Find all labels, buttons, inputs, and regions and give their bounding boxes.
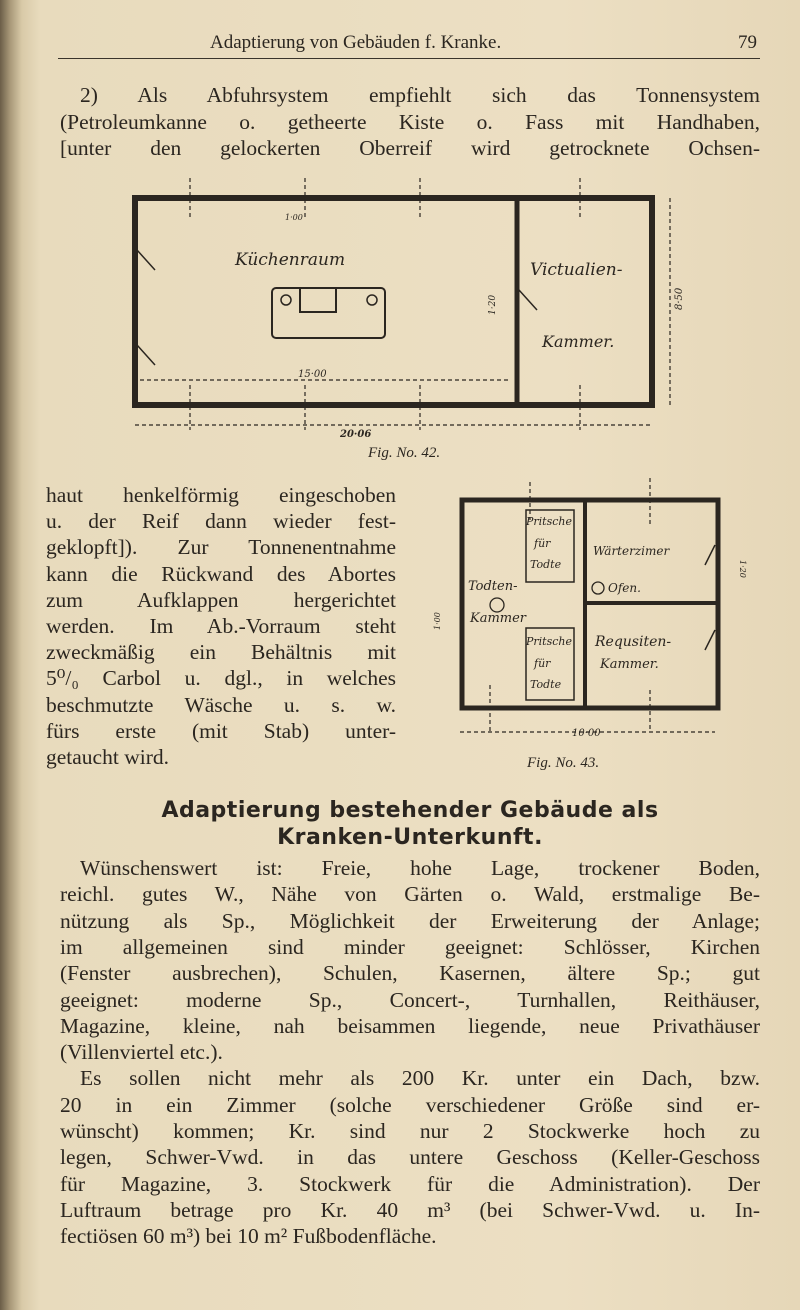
text-line: Magazine, kleine, nah beisammen liegende…	[60, 1013, 760, 1038]
dimension-inner: 15·00	[298, 369, 327, 380]
dimension-total: 20·06	[339, 429, 371, 440]
dimension-width: 10·00	[572, 728, 601, 739]
text-line: geeignet: moderne Sp., Concert-, Turnhal…	[60, 987, 760, 1012]
text-line: für Magazine, 3. Stockwerk für die Admin…	[60, 1171, 760, 1196]
room-label-requisiten-2: Kammer.	[599, 657, 659, 672]
figure-42-caption: Fig. No. 42.	[368, 445, 441, 461]
text-line: zweckmäßig ein Behältnis mit	[46, 640, 396, 665]
dimension-height: 8·50	[674, 287, 685, 310]
page-number: 79	[738, 32, 757, 53]
figure-42-floor-plan: Küchenraum Victualien- Kammer. 15·00 20·…	[132, 178, 685, 440]
text-line: nützung als Sp., Möglichkeit der Erweite…	[60, 908, 760, 933]
text-line: werden. Im Ab.-Vorraum steht	[46, 614, 396, 638]
text-line: zum Aufklappen hergerichtet	[46, 587, 396, 612]
room-label-kitchen: Küchenraum	[234, 250, 345, 270]
figure-43-floor-plan: Pritsche für Todte Pritsche für Todte To…	[433, 478, 747, 739]
text-line: beschmutzte Wäsche u. s. w.	[46, 692, 396, 717]
running-header: Adaptierung von Gebäuden f. Kranke.	[210, 32, 502, 53]
room-label-requisiten-1: Requsiten-	[594, 634, 671, 650]
text-line: legen, Schwer-Vwd. in das untere Geschos…	[60, 1145, 760, 1170]
text-line: 5⁰/₀ Carbol u. dgl., in welches	[46, 666, 396, 691]
svg-text:Pritsche: Pritsche	[525, 515, 572, 528]
svg-text:Todte: Todte	[530, 678, 562, 691]
dimension-door-right: 1·20	[738, 560, 747, 578]
text-line: u. der Reif dann wieder fest-	[46, 509, 396, 534]
figure-43-caption: Fig. No. 43.	[527, 755, 600, 771]
header-rule	[58, 58, 760, 59]
text-line: 20 in ein Zimmer (solche verschiedener G…	[60, 1092, 760, 1117]
text-line: getaucht wird.	[46, 745, 169, 769]
dimension-door-left: 1·00	[433, 612, 442, 630]
pritsche-label-top: Pritsche für Todte	[525, 515, 572, 571]
text-line: (Fenster ausbrechen), Schulen, Kasernen,…	[60, 961, 760, 986]
dimension-door: 1·20	[488, 295, 498, 315]
pritsche-label-bottom: Pritsche für Todte	[525, 635, 572, 691]
room-label-victualien-2: Kammer.	[541, 332, 614, 351]
text-line: reichl. gutes W., Nähe von Gärten o. Wal…	[60, 882, 760, 907]
text-line: haut henkelförmig eingeschoben	[46, 483, 396, 507]
text-line: 2) Als Abfuhrsystem empfiehlt sich das T…	[80, 83, 760, 107]
svg-text:für: für	[533, 657, 551, 670]
text-line: kann die Rückwand des Abortes	[46, 561, 396, 586]
room-label-waerter: Wärterzimer	[593, 544, 670, 558]
dimension-window: 1·00	[285, 213, 303, 222]
text-line: Luftraum betrage pro Kr. 40 m³ (bei Schw…	[60, 1197, 760, 1222]
stove-label-ofen: Ofen.	[608, 581, 641, 595]
text-line: (Petroleumkanne o. getheerte Kiste o. Fa…	[60, 109, 760, 134]
text-line: fectiösen 60 m³) bei 10 m² Fußbodenfläch…	[60, 1224, 437, 1249]
svg-text:Todte: Todte	[530, 558, 562, 571]
text-line: geklopft]). Zur Tonnenentnahme	[46, 535, 396, 560]
section-heading-line-2: Kranken-Unterkunft.	[277, 825, 543, 850]
text-line: wünscht) kommen; Kr. sind nur 2 Stockwer…	[60, 1119, 760, 1143]
text-line: [unter den gelockerten Oberreif wird get…	[60, 136, 760, 160]
text-line: im allgemeinen sind minder geeignet: Sch…	[60, 934, 760, 959]
room-label-todten-1: Todten-	[468, 579, 518, 594]
section-heading-line-1: Adaptierung bestehender Gebäude als	[161, 798, 659, 823]
room-label-victualien-1: Victualien-	[530, 260, 623, 280]
svg-text:Pritsche: Pritsche	[525, 635, 572, 648]
text-line: fürs erste (mit Stab) unter-	[46, 718, 396, 743]
text-line: Es sollen nicht mehr als 200 Kr. unter e…	[80, 1066, 760, 1091]
room-label-todten-2: Kammer	[469, 611, 527, 626]
svg-text:für: für	[533, 537, 551, 550]
text-line: Wünschenswert ist: Freie, hohe Lage, tro…	[80, 856, 760, 880]
text-line: (Villenviertel etc.).	[60, 1040, 223, 1065]
